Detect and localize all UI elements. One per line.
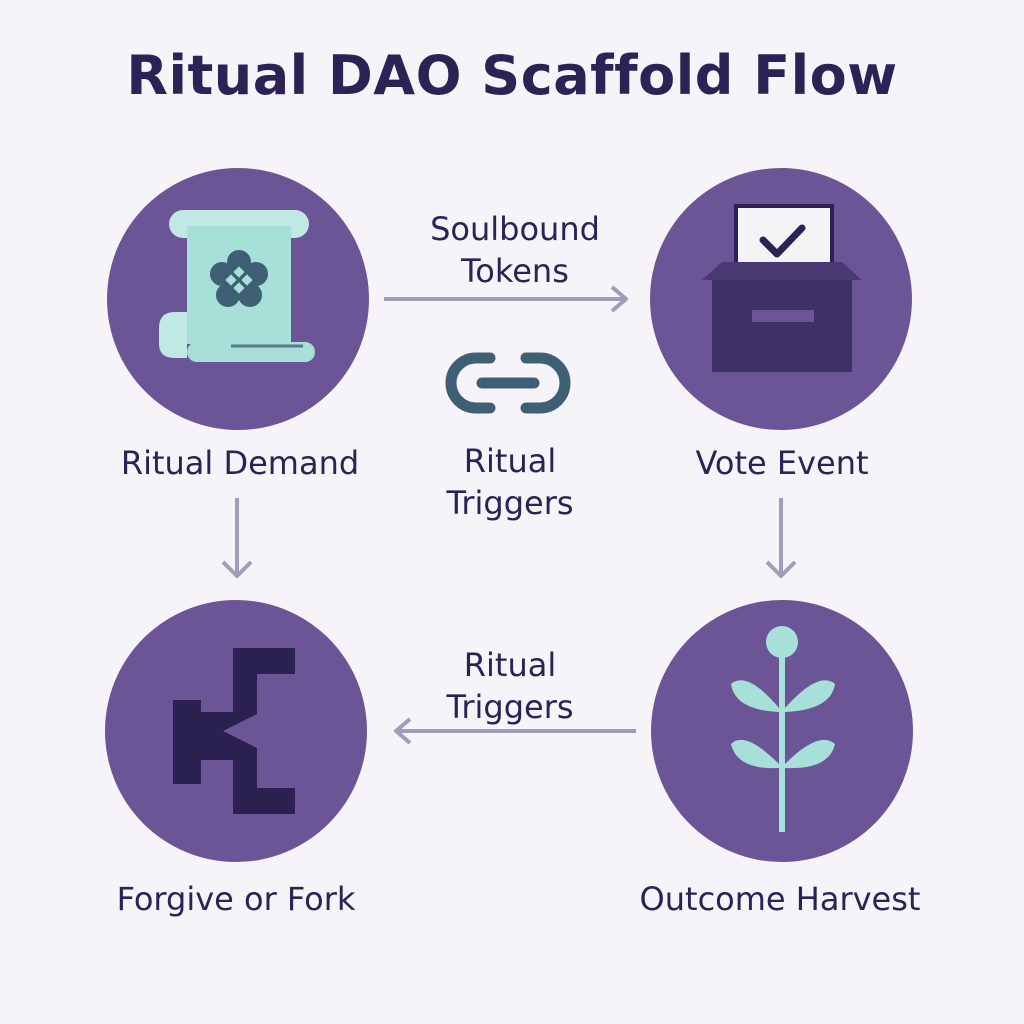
center-edge-label-line2: Triggers [446,484,574,522]
top-edge-label-line1: Soulbound [430,210,600,248]
center-edge-label-line1: Ritual [463,442,557,480]
bottom-edge-label: Ritual Triggers [400,644,620,728]
arrow-demand-to-fork [221,498,253,578]
sprout-icon [731,626,835,832]
ritual-demand-label: Ritual Demand [120,444,360,482]
top-edge-label-line2: Tokens [461,252,569,290]
arrow-vote-to-harvest [765,498,797,578]
forgive-or-fork-label: Forgive or Fork [116,880,356,918]
outcome-harvest-node[interactable] [651,600,913,862]
vote-event-label: Vote Event [695,444,869,482]
arrow-harvest-to-fork [394,717,636,745]
scroll-flower-icon [159,210,315,362]
arrow-demand-to-vote [384,285,628,313]
forgive-or-fork-node[interactable] [105,600,367,862]
vote-event-node[interactable] [650,168,912,430]
center-edge-label: Ritual Triggers [400,440,620,524]
bottom-edge-label-line2: Triggers [446,688,574,726]
bottom-edge-label-line1: Ritual [463,646,557,684]
ballot-box-icon [702,204,862,372]
page-title: Ritual DAO Scaffold Flow [126,44,898,107]
outcome-harvest-label: Outcome Harvest [639,880,921,918]
chain-link-icon [445,352,571,414]
top-edge-label: Soulbound Tokens [390,208,640,292]
fork-bracket-icon [173,648,295,814]
ritual-demand-node[interactable] [107,168,369,430]
